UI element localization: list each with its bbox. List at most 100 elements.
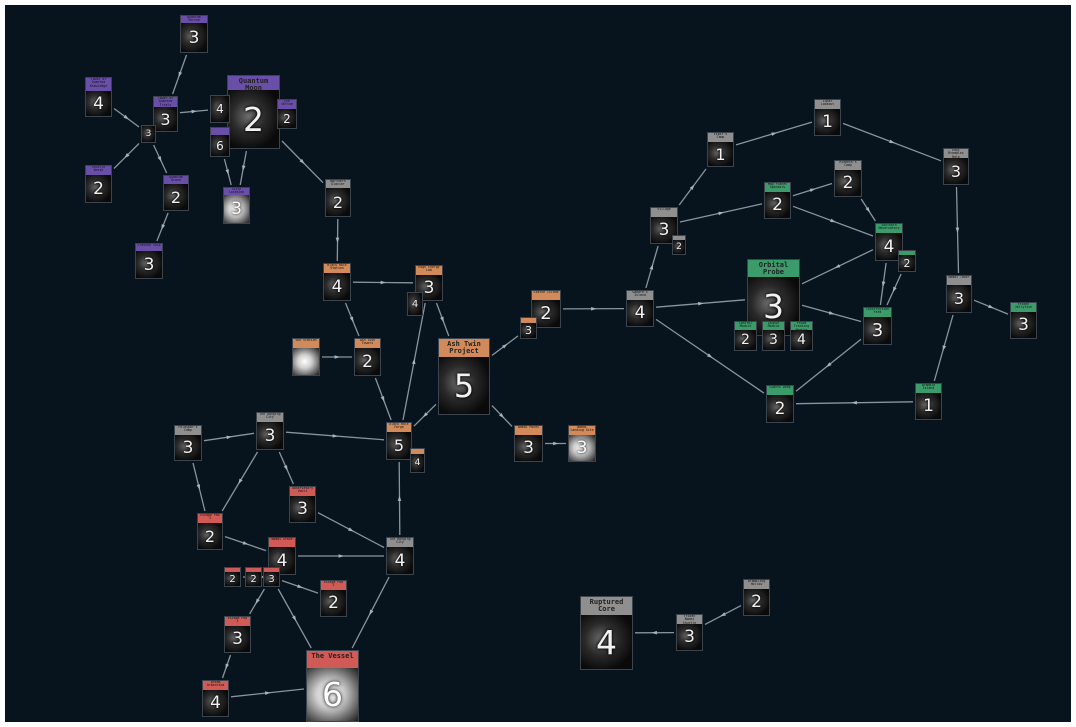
- node-number: 2: [842, 173, 854, 193]
- graph-node[interactable]: 4: [407, 292, 423, 316]
- edge-arrow-icon: [499, 413, 505, 419]
- node-label: The Hanging City: [387, 538, 413, 547]
- node-thumbnail: [411, 454, 424, 472]
- graph-node[interactable]: Esker's Camp 1: [707, 132, 734, 167]
- node-number: 1: [715, 144, 726, 164]
- edge-arrow-icon: [955, 227, 960, 233]
- graph-node[interactable]: Quantum Shrine 3: [180, 15, 208, 53]
- node-label: Dream Arboretum: [203, 681, 228, 690]
- node-thumbnail: [181, 23, 207, 52]
- node-number: 2: [772, 195, 783, 215]
- graph-node[interactable]: 6: [210, 127, 230, 157]
- graph-node[interactable]: 3: [141, 125, 156, 143]
- graph-node[interactable]: Control Module 2: [734, 321, 757, 351]
- node-label: Esker's Camp: [708, 133, 733, 142]
- node-number: 2: [751, 592, 762, 612]
- node-thumbnail: [307, 668, 358, 721]
- node-label: Black Hole Forge: [387, 423, 411, 432]
- node-label: Observatory Vault: [290, 487, 315, 496]
- node-thumbnail: [321, 590, 346, 616]
- edge-arrow-icon: [942, 345, 947, 351]
- node-number: 2: [332, 192, 344, 212]
- node-label: Frozen Jellyfish: [1011, 303, 1036, 312]
- node-thumbnail: [521, 323, 536, 338]
- edge-arrow-icon: [242, 165, 246, 171]
- node-label: East Brambles Hole: [944, 149, 968, 158]
- node-number: 4: [596, 622, 617, 662]
- edge-arrow-icon: [178, 71, 183, 78]
- node-number: 3: [423, 277, 435, 298]
- edge-arrow-icon: [771, 132, 777, 136]
- node-label: Quantum Shrine: [181, 16, 207, 23]
- node-number: 3: [160, 109, 171, 129]
- graph-node[interactable]: Sun Station: [292, 338, 320, 376]
- graph-node[interactable]: 4: [210, 95, 230, 123]
- graph-node[interactable]: 2: [245, 567, 262, 587]
- graph-node[interactable]: 2: [672, 235, 686, 255]
- edge-arrow-icon: [196, 484, 201, 490]
- node-thumbnail: [225, 626, 250, 652]
- node-thumbnail: [264, 572, 279, 586]
- edge-arrow-icon: [502, 343, 508, 349]
- node-label: [673, 236, 685, 240]
- node-number: 1: [923, 396, 934, 416]
- node-thumbnail: [581, 615, 632, 669]
- node-number: 3: [188, 27, 200, 48]
- node-label: Probe Tracking Module: [791, 322, 812, 330]
- graph-node[interactable]: 2: [224, 567, 241, 587]
- edge-arrow-icon: [892, 286, 897, 293]
- edge-arrow-icon: [718, 211, 724, 216]
- node-number: 6: [216, 138, 224, 153]
- node-label: [264, 568, 279, 572]
- node-number: 2: [741, 332, 750, 348]
- graph-node[interactable]: 4: [410, 448, 425, 473]
- node-label: The Hanging City: [257, 413, 283, 422]
- graph-node[interactable]: 3: [520, 317, 537, 339]
- graph-node[interactable]: 2: [898, 250, 916, 272]
- edge-arrow-icon: [988, 304, 994, 309]
- graph-node[interactable]: 3: [263, 567, 280, 587]
- node-label: Control Module: [735, 322, 756, 330]
